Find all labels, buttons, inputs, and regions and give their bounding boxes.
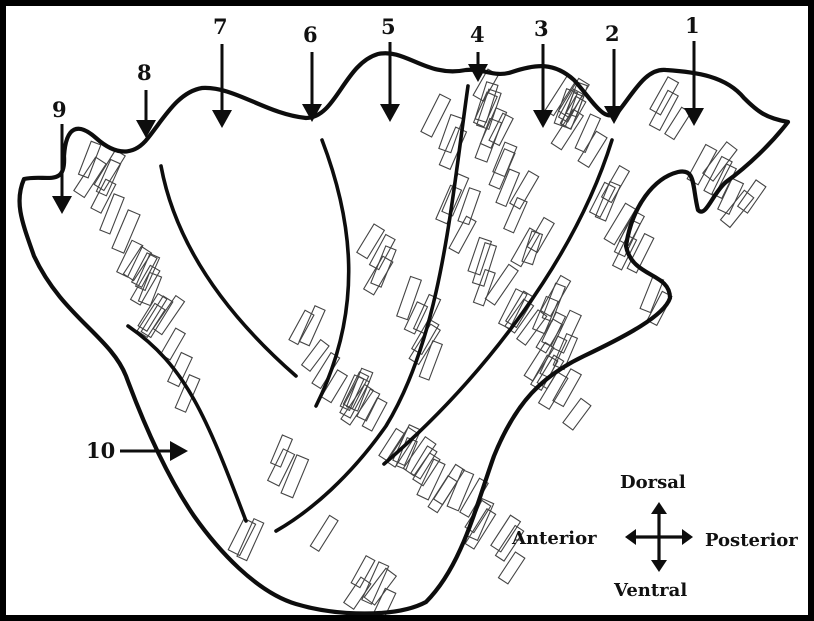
boundary-line-5 — [276, 86, 468, 531]
label-7: 7 — [213, 14, 228, 39]
label-3: 3 — [534, 16, 549, 41]
fiber-cell — [552, 310, 581, 353]
fiber-cell — [485, 264, 518, 305]
fiber-cell — [498, 552, 524, 584]
boundary-line-6 — [316, 140, 349, 406]
label-4: 4 — [470, 22, 485, 47]
arrow-5-icon — [380, 104, 400, 122]
fiber-cell — [428, 476, 457, 513]
posterior-label: Posterior — [705, 530, 798, 551]
label-6: 6 — [303, 22, 318, 47]
fiber-cell — [371, 246, 396, 287]
fiber-cell — [489, 149, 515, 189]
boundary-line-7 — [161, 166, 296, 376]
anterior-label: Anterior — [511, 528, 597, 549]
arrow-7-icon — [212, 110, 232, 128]
fiber-cell — [351, 556, 375, 588]
fiber-cell — [112, 210, 140, 253]
fiber-cell — [506, 291, 535, 327]
organ-diagram: 1 2 3 4 5 6 7 8 9 10 Dorsal Ventral Ante… — [6, 6, 808, 615]
fiber-cell — [511, 228, 540, 267]
arrow-3-icon — [533, 110, 553, 128]
fiber-cell — [397, 276, 422, 319]
orientation-compass: Dorsal Ventral Anterior Posterior — [511, 472, 798, 601]
fiber-cell — [268, 449, 295, 486]
fiber-cell — [281, 455, 308, 498]
fiber-cell — [434, 464, 465, 504]
arrow-9-icon — [52, 196, 72, 214]
fiber-cell — [79, 141, 101, 178]
fiber-cell — [575, 114, 600, 152]
fiber-cell — [74, 157, 106, 197]
arrow-1-icon — [684, 108, 704, 126]
fiber-cell — [117, 240, 143, 277]
dorsal-label: Dorsal — [620, 472, 686, 493]
fiber-cell — [271, 435, 293, 467]
fiber-cell — [310, 515, 338, 551]
fiber-cell — [153, 296, 184, 335]
fiber-cell — [563, 398, 591, 430]
fiber-cell — [458, 188, 480, 225]
arrow-10-icon — [170, 441, 188, 461]
diagram-canvas: 1 2 3 4 5 6 7 8 9 10 Dorsal Ventral Ante… — [6, 6, 808, 615]
fiber-cell — [553, 369, 581, 407]
label-5: 5 — [381, 14, 396, 39]
label-10: 10 — [86, 438, 115, 463]
fiber-cell — [94, 150, 125, 191]
label-8: 8 — [137, 60, 152, 85]
label-1: 1 — [685, 13, 700, 38]
label-9: 9 — [52, 97, 67, 122]
label-2: 2 — [605, 21, 620, 46]
fiber-cell — [362, 398, 387, 431]
ventral-label: Ventral — [613, 580, 687, 601]
fiber-cell — [357, 224, 385, 259]
organ-outline — [19, 53, 788, 613]
fiber-cell — [650, 77, 679, 115]
fiber-cell — [473, 270, 495, 306]
fiber-cell — [493, 142, 517, 176]
fiber-cell — [364, 256, 393, 295]
fiber-cell — [421, 94, 451, 137]
fiber-cell — [510, 171, 539, 209]
compass-cross-icon — [625, 502, 693, 572]
fiber-cells — [74, 69, 766, 615]
